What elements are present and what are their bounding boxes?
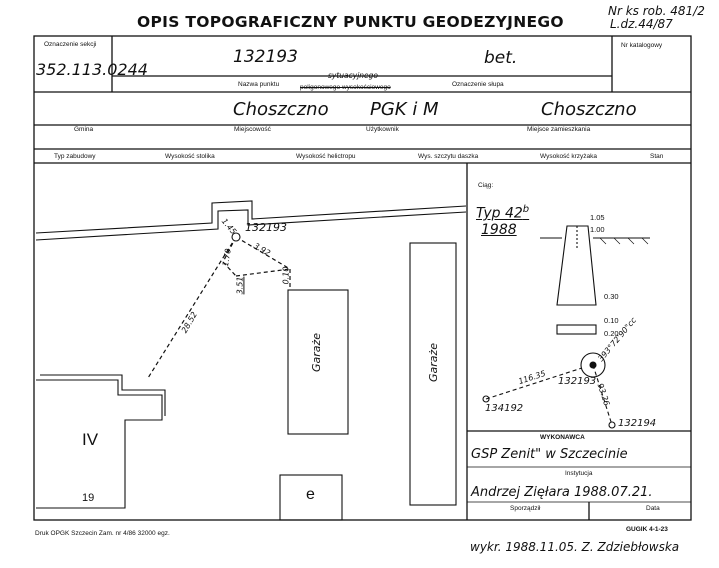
height-1: 1.05 — [590, 213, 605, 222]
height-4: 0.10 — [604, 316, 619, 325]
ciag-label: Ciąg: — [478, 182, 494, 189]
gugik-code: GUGIK 4-1-23 — [626, 526, 668, 533]
uzytkownik-label: Użytkownik — [366, 126, 399, 133]
nazwa-value: sytuacyjnego — [328, 71, 378, 80]
nazwa-struck: poligonowego wysokościowego — [300, 84, 391, 91]
gmina-label: Gmina — [74, 126, 94, 133]
height-3: 0.30 — [604, 292, 619, 301]
height-2: 1.00 — [590, 225, 605, 234]
gmina-value: Choszczno — [233, 99, 329, 120]
year-label: 1988 — [481, 222, 517, 238]
typ-sup: b — [522, 204, 530, 215]
wys-heli-label: Wysokość helictropu — [296, 153, 356, 160]
area-iv-label: IV — [82, 430, 99, 449]
ref-ldz: L.dz.44/87 — [610, 17, 673, 31]
wys-krzyzaka-label: Wysokość krzyżaka — [540, 153, 598, 160]
right-point-label: 132194 — [618, 418, 657, 429]
plot-number: 19 — [82, 492, 95, 504]
slupa-label: Oznaczenie słupa — [452, 81, 504, 88]
ref-number: Nr ks rob. 481/2 — [608, 4, 705, 18]
katalog-label: Nr katalogowy — [621, 42, 663, 49]
punkt-value: 132193 — [233, 47, 298, 67]
sporzadzil-value: Andrzej Zięłara 1988.07.21. — [471, 485, 653, 500]
slupa-value: bet. — [484, 48, 518, 68]
page-title: OPIS TOPOGRAFICZNY PUNKTU GEODEZYJNEGO — [137, 13, 564, 31]
zamieszkania-value: Choszczno — [541, 99, 637, 120]
wys-stolika-label: Wysokość stolika — [165, 153, 215, 160]
wys-daszka-label: Wys. szczytu daszka — [418, 153, 479, 160]
typ-zabudowy-label: Typ zabudowy — [54, 153, 96, 160]
drafter-note: wykr. 1988.11.05. Z. Zdziebłowska — [470, 540, 680, 554]
sporzadzil-label: Sporządził — [510, 505, 541, 512]
center-point-label: 132193 — [558, 376, 597, 387]
zamieszkania-label: Miejsce zamieszkania — [527, 126, 591, 133]
building-letter: e — [306, 486, 315, 503]
uzytkownik-value: PGK i M — [370, 99, 439, 120]
typ-value: Typ 42 — [476, 205, 523, 222]
nazwa-label: Nazwa punktu — [238, 81, 280, 88]
stan-label: Stan — [650, 153, 664, 160]
wykonawca-value: GSP Zenit" w Szczecinie — [471, 447, 628, 462]
sekcja-value: 352.113.0244 — [36, 60, 148, 79]
sketch-point-label: 132193 — [245, 221, 287, 234]
height-5: 0.20 — [604, 329, 619, 338]
instytucja-label: Instytucja — [565, 470, 593, 477]
typ-label: Typ 42b — [476, 204, 529, 222]
sekcja-label: Oznaczenie sekcji — [44, 41, 97, 48]
left-point-label: 134192 — [485, 403, 524, 414]
wykonawca-label: WYKONAWCA — [540, 434, 585, 441]
miejscowosc-label: Miejscowość — [234, 126, 271, 133]
print-info: Druk OPGK Szczecin Zam. nr 4/86 32000 eg… — [35, 530, 170, 537]
data-label: Data — [646, 505, 660, 512]
